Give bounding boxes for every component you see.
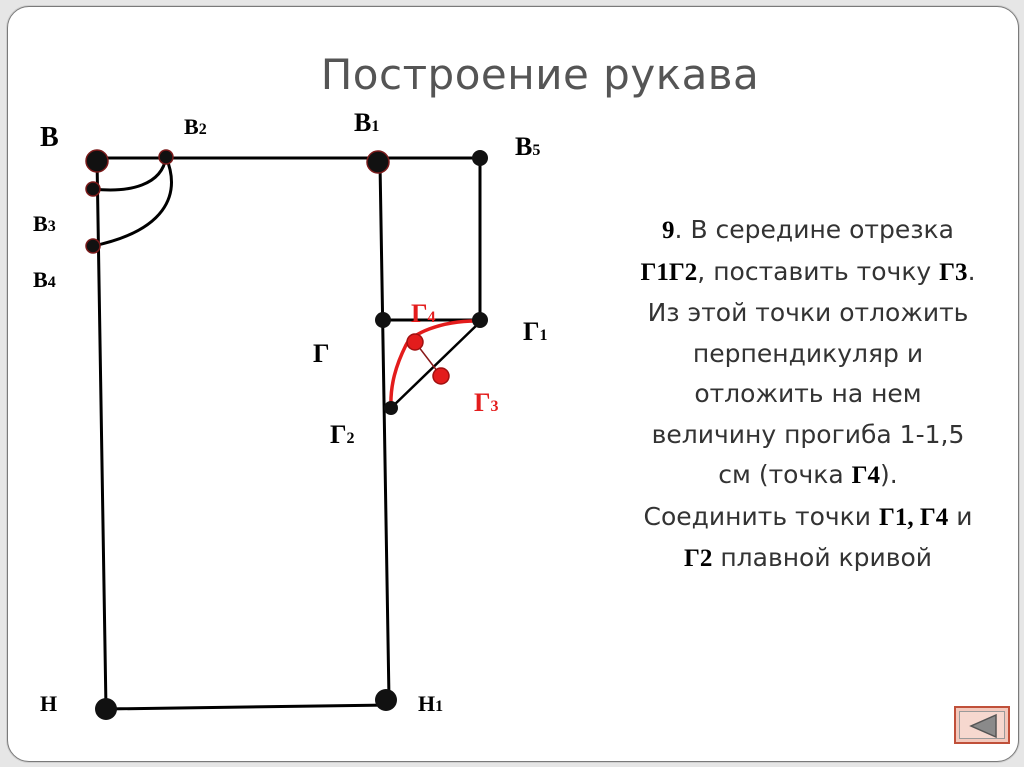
point-H1: [375, 689, 397, 711]
construction-lines: [91, 155, 482, 711]
line-B1-H1: [378, 161, 391, 701]
back-button-frame: [959, 711, 1005, 739]
instruction-line-7: см (точка Г4).: [718, 460, 898, 489]
point-G1: [472, 312, 488, 328]
triangle-left-icon: [969, 713, 997, 739]
instruction-line-5: отложить на нем: [694, 379, 922, 408]
point-B: [85, 149, 109, 173]
label-G3: Г3: [474, 388, 499, 417]
arc-B2-B4: [91, 155, 173, 248]
label-B5: В5: [515, 132, 540, 161]
label-G2: Г2: [330, 420, 355, 449]
instruction-text: 9. В середине отрезка Г1Г2, поставить то…: [618, 210, 998, 580]
label-B1: В1: [354, 108, 379, 137]
points: [85, 149, 488, 720]
page-title: Построение рукава: [320, 50, 760, 99]
point-B4: [85, 238, 101, 254]
point-B2: [158, 149, 174, 165]
instruction-line-9: Г2 плавной кривой: [683, 543, 933, 572]
label-B: В: [40, 122, 59, 153]
point-G2: [384, 401, 398, 415]
label-G1: Г1: [523, 317, 548, 346]
label-B4: В4: [33, 267, 56, 292]
label-G4: Г4: [411, 299, 436, 328]
instruction-line-8: Соединить точки Г1, Г4 и: [643, 501, 973, 531]
point-G4: [406, 333, 424, 351]
label-B2: В2: [184, 114, 207, 139]
point-G3: [432, 367, 450, 385]
instruction-line-3: Из этой точки отложить: [647, 298, 969, 327]
label-G: Г: [313, 339, 330, 368]
point-H: [95, 698, 117, 720]
line-G1-G2: [389, 320, 482, 410]
point-B5: [472, 150, 488, 166]
point-G: [375, 312, 391, 328]
back-button[interactable]: [954, 706, 1010, 744]
instruction-line-1: 9. В середине отрезка: [662, 215, 954, 244]
point-B1: [366, 150, 390, 174]
line-H-H1: [104, 703, 389, 711]
instruction-line-2: Г1Г2, поставить точку Г3.: [640, 256, 976, 286]
curve-G1-G4-G2: [389, 319, 482, 410]
instruction-line-4: перпендикуляр и: [692, 338, 924, 368]
label-H1: Н1: [418, 691, 443, 716]
point-B3: [85, 181, 101, 197]
label-H: Н: [40, 691, 57, 716]
arc-B2-B3: [91, 155, 168, 192]
label-B3: В3: [33, 211, 56, 236]
slide: [7, 6, 1019, 762]
instruction-line-6: величину прогиба 1-1,5: [651, 419, 965, 449]
point-labels: В В2 В1 В5 В3 В4 Г Г1 Г2 Г3 Г4 Н Н1: [33, 108, 548, 716]
